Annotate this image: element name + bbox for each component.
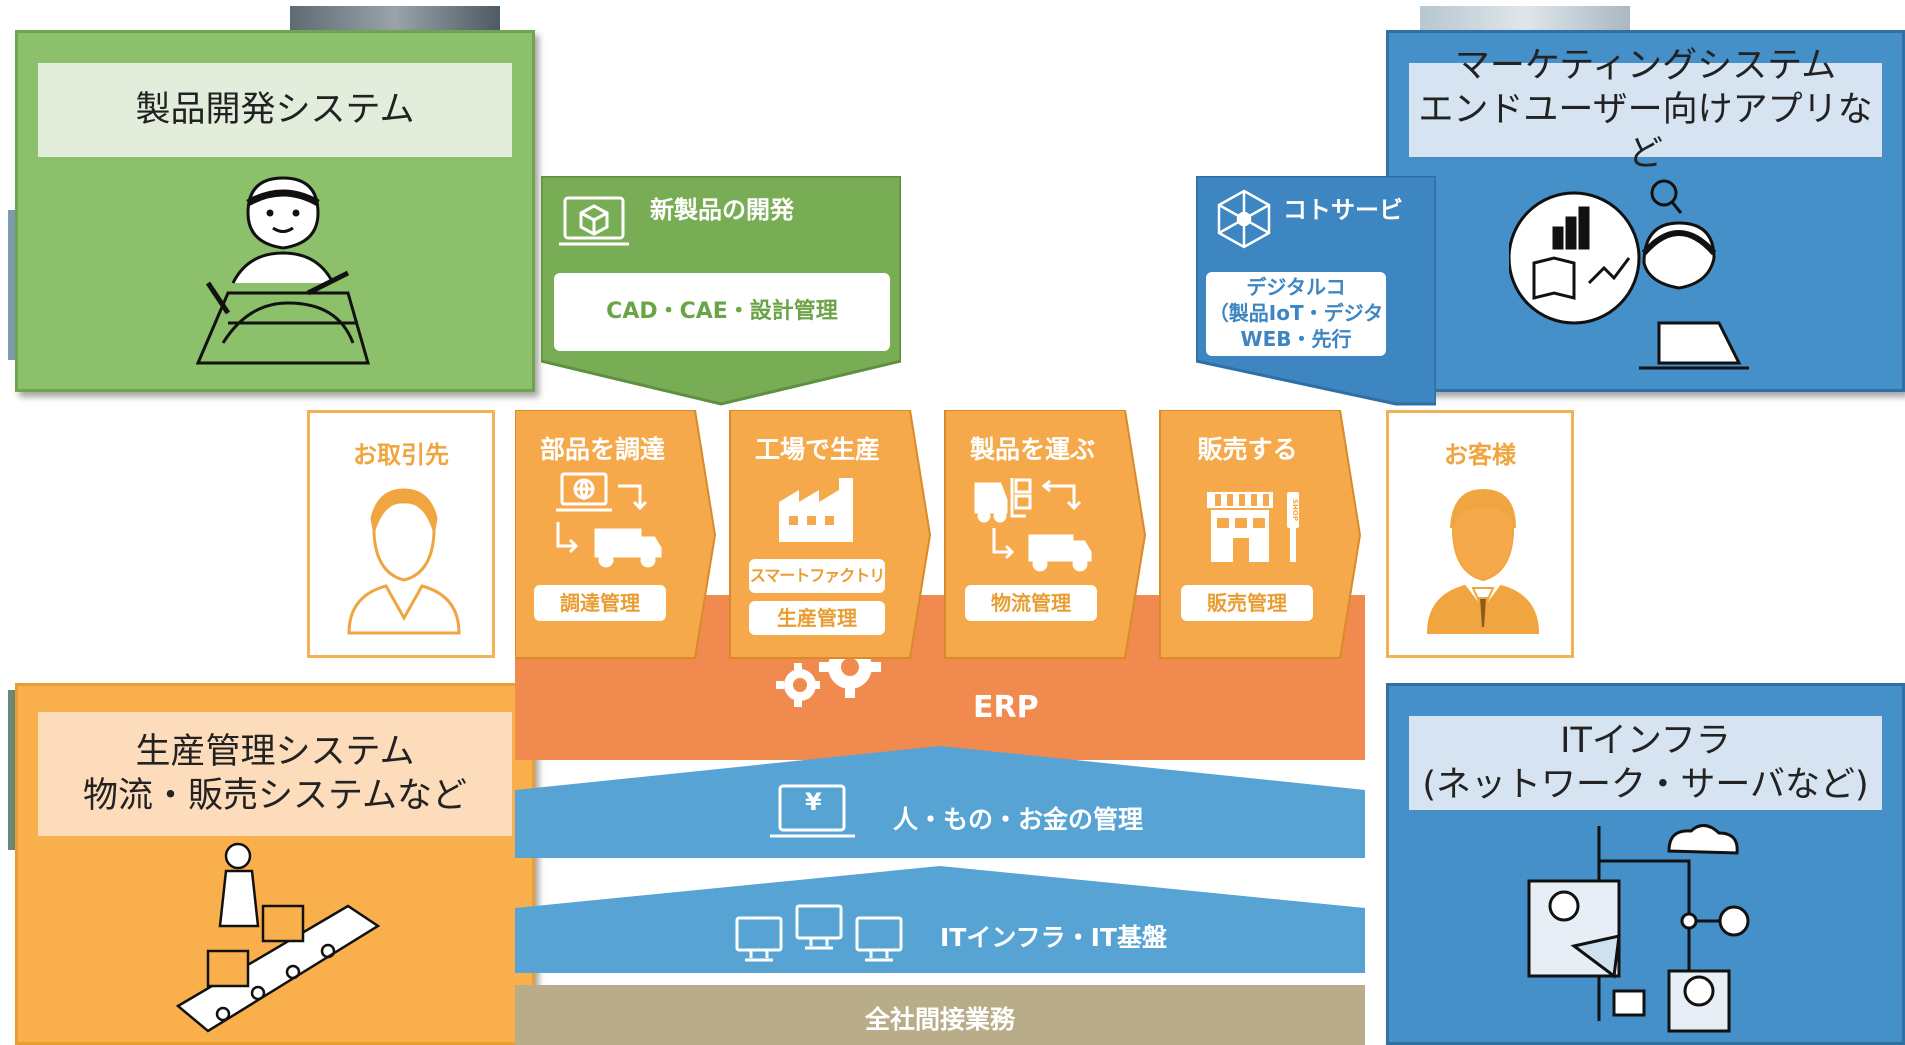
koto-service-line: WEB・先行 bbox=[1240, 327, 1352, 351]
it-infrastructure-label: ITインフラ・IT基盤 bbox=[940, 923, 1167, 952]
card-title: 製品開発システム bbox=[38, 63, 512, 157]
koto-service-line: （製品IoT・デジタ bbox=[1208, 301, 1384, 325]
background-photo-fragment bbox=[290, 6, 500, 32]
indirect-operations-band bbox=[515, 985, 1365, 1045]
flow-title-transport: 製品を運ぶ bbox=[969, 435, 1095, 464]
smart-factory-tag: スマートファクトリー bbox=[749, 559, 885, 619]
designer-illustration-icon bbox=[195, 176, 370, 365]
management-label: 人・もの・お金の管理 bbox=[893, 805, 1144, 834]
new-product-title: 新製品の開発 bbox=[650, 196, 794, 224]
background-photo-fragment bbox=[8, 690, 18, 850]
shop-sign-text: SHOP bbox=[1291, 499, 1299, 521]
flow-title-procure: 部品を調達 bbox=[539, 435, 665, 464]
partner-label: お取引先 bbox=[353, 441, 449, 469]
management-band bbox=[515, 746, 1365, 858]
customer-box: お客様 bbox=[1386, 410, 1574, 658]
sales-management-box: 販売管理 bbox=[1181, 585, 1313, 621]
marketing-system-card: マーケティングシステム エンドユーザー向けアプリなど bbox=[1386, 30, 1905, 392]
partner-box: お取引先 bbox=[307, 410, 495, 658]
procurement-management-box: 調達管理 bbox=[534, 585, 666, 621]
flow-title-produce: 工場で生産 bbox=[754, 435, 880, 464]
conveyor-worker-illustration-icon bbox=[175, 842, 381, 1033]
koto-service-line: デジタルコ bbox=[1246, 275, 1346, 299]
koto-service-title: コトサービ bbox=[1283, 196, 1403, 224]
procurement-icon bbox=[556, 472, 662, 568]
it-infrastructure-band bbox=[515, 866, 1365, 973]
card-title: ITインフラ (ネットワーク・サーバなど) bbox=[1409, 716, 1882, 810]
card-title: 生産管理システム 物流・販売システムなど bbox=[38, 712, 512, 836]
customer-label: お客様 bbox=[1444, 441, 1516, 469]
customer-person-icon bbox=[1426, 488, 1540, 634]
logistics-management-box: 物流管理 bbox=[965, 585, 1097, 621]
partner-person-icon bbox=[347, 488, 461, 635]
design-tools-box: CAD・CAE・設計管理 bbox=[554, 273, 890, 351]
flow-title-sell: 販売する bbox=[1197, 435, 1298, 464]
indirect-operations-label: 全社間接業務 bbox=[864, 1005, 1015, 1034]
koto-service-box: デジタルコ （製品IoT・デジタ WEB・先行 bbox=[1206, 272, 1386, 356]
production-management-system-card: 生産管理システム 物流・販売システムなど bbox=[15, 683, 535, 1045]
production-management-box: 生産管理 bbox=[749, 601, 885, 635]
card-title: マーケティングシステム エンドユーザー向けアプリなど bbox=[1409, 46, 1882, 174]
logistics-icon bbox=[974, 478, 1092, 572]
yen-symbol: ¥ bbox=[805, 788, 822, 816]
marketing-analyst-illustration-icon bbox=[1509, 179, 1749, 370]
factory-icon bbox=[779, 478, 853, 542]
background-photo-fragment bbox=[1420, 6, 1630, 32]
product-development-system-card: 製品開発システム bbox=[15, 30, 535, 392]
shop-icon: SHOP bbox=[1207, 492, 1299, 562]
network-illustration-icon bbox=[1527, 824, 1750, 1033]
it-infrastructure-card: ITインフラ (ネットワーク・サーバなど) bbox=[1386, 683, 1905, 1045]
erp-label: ERP bbox=[973, 690, 1039, 725]
background-photo-fragment bbox=[8, 210, 18, 360]
